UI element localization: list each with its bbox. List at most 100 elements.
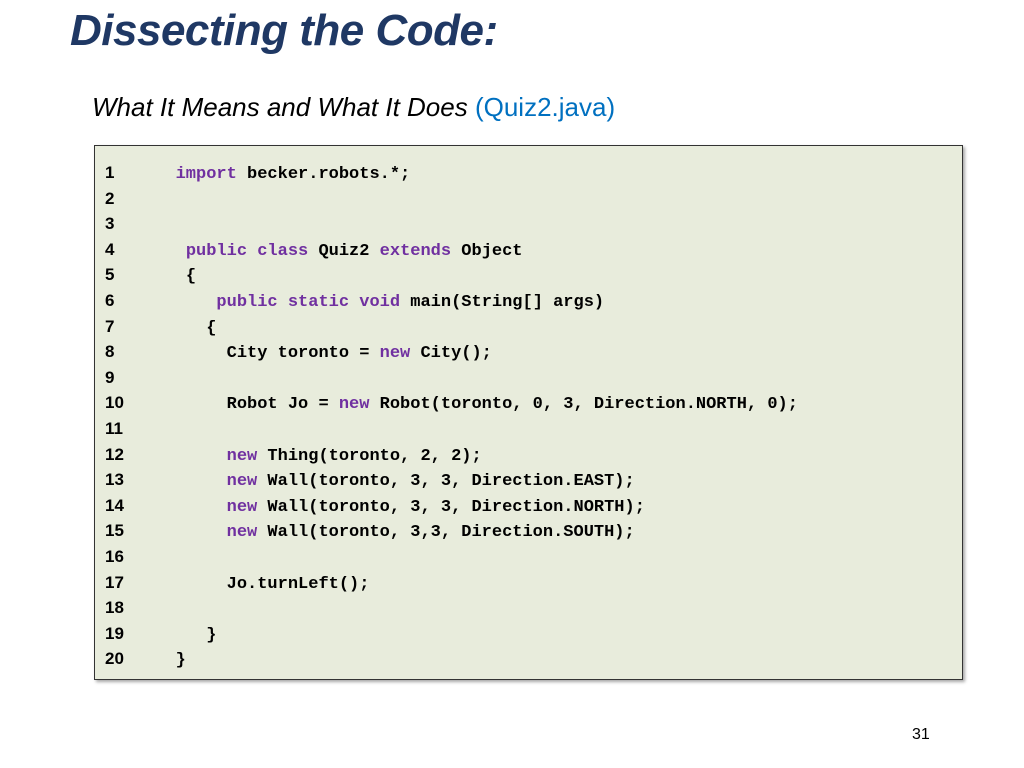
line-number: 5: [105, 265, 115, 285]
code-keyword: new: [226, 497, 258, 517]
code-indent: [145, 447, 227, 466]
code-indent: [145, 651, 176, 670]
code-text: new Wall(toronto, 3, 3, Direction.EAST);: [145, 472, 635, 491]
line-number: 3: [105, 214, 115, 234]
line-number: 7: [105, 316, 115, 336]
line-number: 9: [105, 367, 115, 387]
line-number: 14: [105, 495, 124, 515]
code-token: [278, 293, 288, 312]
code-token: Object: [451, 241, 523, 261]
code-token: City toronto =: [226, 344, 380, 364]
code-keyword: new: [338, 395, 370, 415]
code-token: Robot(toronto, 0, 3, Direction.NORTH, 0)…: [369, 395, 798, 415]
code-line: 11: [105, 416, 798, 442]
code-indent: [145, 523, 227, 542]
code-line: 3: [105, 211, 798, 237]
code-line: 18: [105, 595, 798, 621]
code-line: 1 import becker.robots.*;: [105, 160, 798, 186]
code-keyword: void: [359, 292, 401, 312]
code-text: new Wall(toronto, 3, 3, Direction.NORTH)…: [145, 498, 645, 517]
code-keyword: new: [379, 344, 411, 364]
line-number: 13: [105, 470, 124, 490]
code-line: 16: [105, 544, 798, 570]
code-indent: [145, 165, 176, 184]
line-number: 19: [105, 623, 124, 643]
code-keyword: new: [226, 446, 258, 466]
line-number: 8: [105, 342, 115, 362]
code-indent: [145, 472, 227, 491]
line-number: 4: [105, 239, 115, 259]
code-line: 2: [105, 186, 798, 212]
slide-title: Dissecting the Code:: [70, 6, 498, 55]
line-number: 20: [105, 649, 124, 669]
code-token: becker.robots.*;: [236, 165, 411, 184]
code-line: 13 new Wall(toronto, 3, 3, Direction.EAS…: [105, 467, 798, 493]
code-keyword: import: [175, 165, 237, 184]
code-token: Robot Jo =: [226, 395, 339, 415]
code-text: {: [145, 267, 196, 286]
code-text: Robot Jo = new Robot(toronto, 0, 3, Dire…: [145, 395, 798, 414]
code-indent: [145, 498, 227, 517]
code-line: 4 public class Quiz2 extends Object: [105, 237, 798, 263]
code-keyword: extends: [379, 241, 452, 261]
code-token: {: [206, 318, 217, 338]
subtitle-file-name: (Quiz2.java): [474, 92, 616, 122]
line-number: 16: [105, 546, 124, 566]
code-token: Wall(toronto, 3, 3, Direction.EAST);: [257, 472, 635, 492]
line-number: 17: [105, 572, 124, 592]
code-text: {: [145, 319, 216, 338]
code-line: 7 {: [105, 314, 798, 340]
code-keyword: new: [226, 523, 258, 543]
line-number: 11: [105, 418, 123, 438]
code-token: Thing(toronto, 2, 2);: [257, 446, 482, 466]
code-indent: [145, 395, 227, 414]
code-token: [247, 242, 257, 261]
code-indent: [145, 293, 216, 312]
code-line: 20 }: [105, 646, 798, 672]
code-text: public static void main(String[] args): [145, 293, 604, 312]
code-line: 5 {: [105, 262, 798, 288]
code-indent: [145, 242, 186, 261]
line-number: 12: [105, 444, 124, 464]
code-token: main(String[] args): [400, 292, 605, 312]
code-line: 17 Jo.turnLeft();: [105, 570, 798, 596]
code-text: City toronto = new City();: [145, 344, 492, 363]
code-line: 19 }: [105, 621, 798, 647]
code-keyword: static: [287, 292, 350, 312]
code-text: }: [145, 651, 186, 670]
code-keyword: public: [216, 292, 278, 312]
code-token: [349, 293, 359, 312]
code-text: new Wall(toronto, 3,3, Direction.SOUTH);: [145, 523, 635, 542]
line-number: 10: [105, 393, 124, 413]
code-token: Wall(toronto, 3, 3, Direction.NORTH);: [257, 497, 645, 517]
code-token: Jo.turnLeft();: [226, 574, 370, 594]
code-line: 6 public static void main(String[] args): [105, 288, 798, 314]
code-token: }: [206, 625, 217, 645]
code-keyword: public: [185, 241, 248, 261]
code-indent: [145, 575, 227, 594]
code-indent: [145, 626, 206, 645]
line-number: 6: [105, 290, 115, 310]
code-keyword: class: [257, 241, 309, 261]
code-text: import becker.robots.*;: [145, 165, 411, 184]
code-line: 14 new Wall(toronto, 3, 3, Direction.NOR…: [105, 493, 798, 519]
code-token: }: [175, 651, 186, 671]
line-number: 2: [105, 188, 115, 208]
code-line: 12 new Thing(toronto, 2, 2);: [105, 442, 798, 468]
code-line: 8 City toronto = new City();: [105, 339, 798, 365]
code-text: }: [145, 626, 216, 645]
code-line: 15 new Wall(toronto, 3,3, Direction.SOUT…: [105, 518, 798, 544]
code-token: Quiz2: [308, 241, 380, 261]
code-line: 10 Robot Jo = new Robot(toronto, 0, 3, D…: [105, 390, 798, 416]
line-number: 15: [105, 521, 124, 541]
code-indent: [145, 344, 227, 363]
page-number: 31: [912, 726, 930, 743]
subtitle-text: What It Means and What It Does: [92, 92, 468, 122]
slide-subtitle: What It Means and What It Does (Quiz2.ja…: [92, 92, 615, 123]
code-text: Jo.turnLeft();: [145, 574, 370, 594]
line-number: 1: [105, 163, 115, 182]
code-indent: [145, 267, 186, 286]
